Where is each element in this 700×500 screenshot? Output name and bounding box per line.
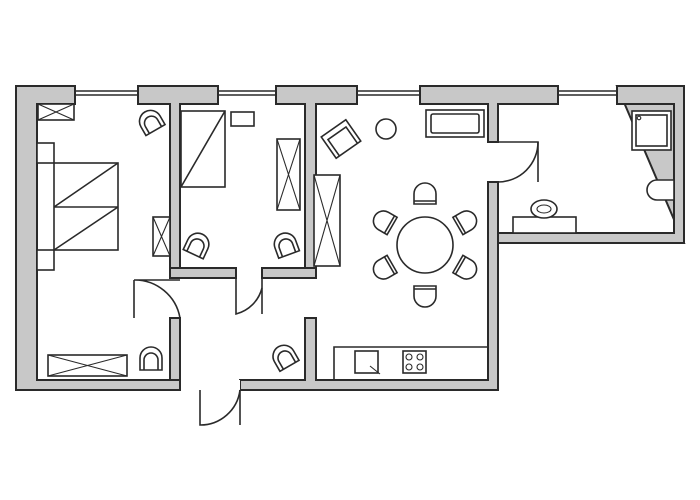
- plant-icon: [375, 118, 397, 140]
- stove-icon: [402, 350, 427, 374]
- wardrobe-icon: [37, 103, 75, 121]
- room-bedroom-middle: [180, 110, 301, 260]
- double-bed-icon: [36, 142, 119, 271]
- dining-group: [372, 182, 478, 308]
- armchair-icon: [138, 109, 167, 137]
- wardrobe-icon: [152, 216, 171, 257]
- room-bedroom-left: [36, 103, 171, 377]
- armchair-icon: [139, 346, 163, 371]
- table-icon: [47, 354, 128, 377]
- chair-icon: [451, 254, 478, 280]
- outer-wall-bottom-right: [239, 181, 499, 391]
- door-swing-icon: [235, 278, 263, 316]
- chair-icon: [451, 210, 478, 236]
- armchair-icon: [272, 344, 301, 373]
- table-icon: [230, 111, 255, 127]
- toilet-icon: [646, 179, 675, 201]
- room-hall: [272, 344, 301, 373]
- room-bathroom: [512, 110, 675, 234]
- chair-icon: [413, 182, 437, 205]
- chair-icon: [372, 210, 399, 236]
- armchair-icon: [320, 118, 362, 160]
- wardrobe-icon: [313, 174, 341, 267]
- doors: [133, 141, 539, 426]
- bed-icon: [180, 110, 226, 188]
- room-living-dining-kitchen: [313, 109, 488, 380]
- kitchen-sink-icon: [354, 350, 381, 375]
- door-swing-icon: [497, 141, 539, 183]
- kitchen-counter: [333, 346, 488, 380]
- armchair-icon: [273, 232, 301, 260]
- door-swing-icon: [199, 389, 241, 426]
- chair-icon: [413, 285, 437, 308]
- shower-icon: [631, 110, 672, 151]
- round-dining-table-icon: [396, 216, 454, 274]
- armchair-icon: [182, 232, 210, 260]
- sink-icon: [512, 199, 577, 234]
- bathtub-icon: [425, 109, 485, 138]
- chair-icon: [372, 254, 399, 280]
- outer-wall-left: [15, 85, 181, 391]
- walls: [15, 85, 686, 391]
- door-swing-icon: [133, 279, 181, 319]
- wardrobe-icon: [276, 138, 301, 211]
